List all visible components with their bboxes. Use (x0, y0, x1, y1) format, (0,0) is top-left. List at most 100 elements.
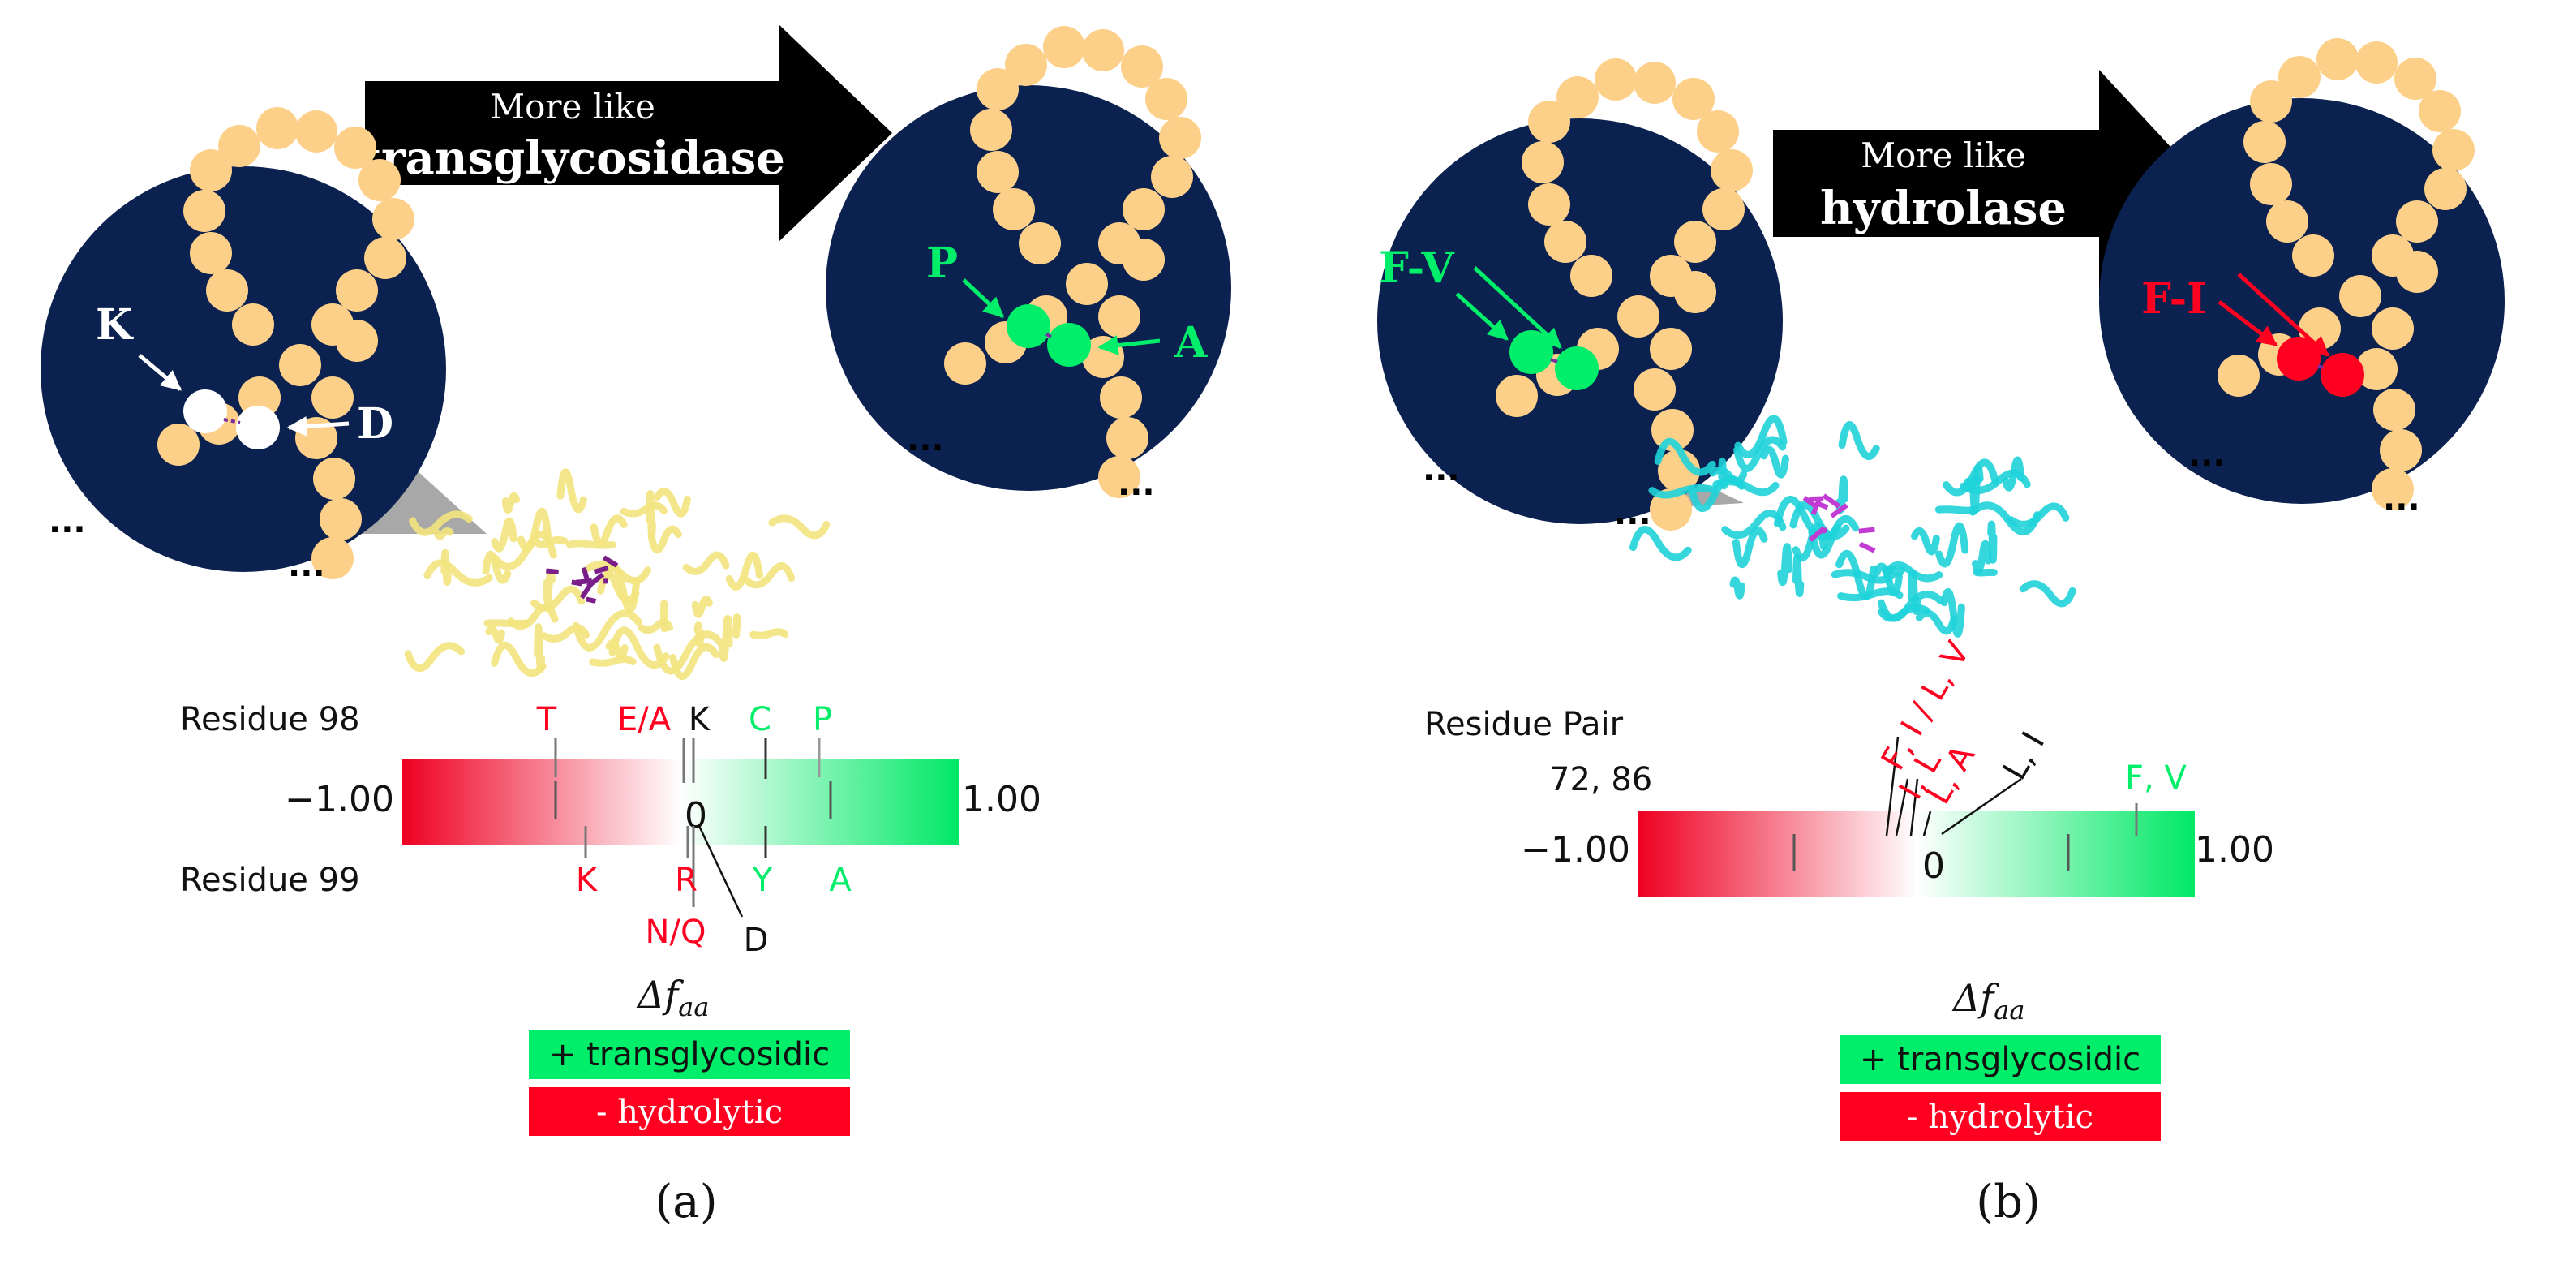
caption-a: (a) (655, 1176, 717, 1228)
loop-residue-bead (1570, 255, 1612, 297)
legend-hydrolytic-label: - hydrolytic (1907, 1099, 2093, 1136)
residue-label-a: A (1174, 318, 1208, 368)
tick-label-e-a: E/A (617, 701, 672, 738)
loop-residue-bead (2218, 355, 2260, 397)
loop-residue-bead (944, 342, 986, 385)
loop-residue-bead (1522, 141, 1564, 183)
loop-residue-bead (1123, 188, 1165, 230)
tick-label-k-bottom: K (576, 862, 599, 899)
loop-residue-bead (1019, 222, 1061, 264)
arrow-more-like-transglycosidase: More like transglycosidase (360, 24, 892, 242)
tick-label-l-i: L, I (1996, 725, 2053, 786)
loop-residue-bead (1151, 156, 1193, 198)
loop-residue-bead (1617, 295, 1659, 338)
residue-d-bead (236, 406, 280, 449)
ellipsis: ... (2188, 437, 2226, 474)
loop-residue-bead (1123, 239, 1165, 281)
ellipsis: ... (2383, 480, 2420, 518)
tick-label-l-a: L, A (1920, 738, 1983, 811)
loop-residue-bead (1106, 417, 1148, 459)
loop-residue-bead (2396, 251, 2438, 293)
loop-residue-bead (2355, 41, 2398, 84)
loop-residue-bead (970, 109, 1012, 151)
loop-residue-bead (206, 269, 248, 312)
residue-k-bead (183, 389, 227, 433)
loop-residue-bead (2250, 80, 2292, 123)
scale-zero-label: 0 (1922, 845, 1945, 887)
scale-max-label: 1.00 (2195, 829, 2274, 871)
loop-residue-bead (2292, 234, 2334, 277)
loop-circle-before: ... ... K D (41, 107, 446, 584)
loop-residue-bead (2372, 307, 2414, 350)
tick-label-k-top: K (689, 701, 711, 738)
loop-residue-bead (190, 149, 232, 191)
loop-residue-bead (1100, 376, 1142, 419)
residue-98-label: Residue 98 (180, 701, 360, 738)
loop-residue-bead (1043, 26, 1085, 68)
loop-residue-bead (977, 151, 1019, 193)
tick-label-r: R (675, 862, 698, 899)
loop-residue-bead (372, 198, 414, 240)
loop-residue-bead (1145, 78, 1187, 120)
legend-hydrolytic-label: - hydrolytic (596, 1094, 783, 1131)
residue-99-ticks: K R N/Q D Y A (576, 826, 852, 959)
residue-pair-label-f-v: F-V (1379, 243, 1455, 293)
loop-residue-bead (1711, 149, 1753, 191)
tick-label-a-bottom: A (829, 862, 852, 899)
loop-residue-bead (1528, 101, 1570, 143)
loop-residue-bead (2432, 129, 2475, 171)
loop-residue-bead (313, 458, 355, 500)
loop-residue-bead (1697, 110, 1739, 153)
loop-residue-bead (2396, 200, 2438, 243)
loop-residue-bead (336, 320, 378, 362)
ellipsis: ... (907, 421, 944, 458)
residue-99-label: Residue 99 (180, 862, 360, 899)
arrow-label-line2: hydrolase (1820, 182, 2067, 235)
ellipsis: ... (49, 503, 86, 540)
loop-residue-bead (358, 159, 401, 201)
loop-residue-bead (1496, 375, 1538, 417)
loop-residue-bead (1634, 368, 1676, 411)
loop-residue-bead (977, 68, 1019, 110)
loop-residue-bead (2424, 168, 2467, 210)
tick-label-y: Y (752, 862, 773, 899)
loop-residue-bead (993, 188, 1035, 230)
legend-transglycosidic-label: + transglycosidic (549, 1036, 830, 1073)
loop-residue-bead (2373, 389, 2415, 431)
tick-label-n-q: N/Q (646, 914, 706, 951)
scale-min-label: −1.00 (285, 779, 394, 820)
legend-transglycosidic-label: + transglycosidic (1860, 1041, 2140, 1078)
residue-label-p: P (926, 239, 958, 288)
loop-residue-bead (279, 344, 321, 386)
residue-a-bead (1047, 323, 1091, 367)
loop-residue-bead (256, 107, 298, 149)
loop-residue-bead (1082, 29, 1124, 71)
caption-b: (b) (1976, 1176, 2041, 1228)
loop-residue-bead (1098, 295, 1140, 338)
ellipsis: ... (288, 547, 325, 584)
loop-residue-bead (190, 232, 232, 274)
panel-a: More like transglycosidase ... ... K D .… (41, 24, 1231, 1228)
arrow-label-line1: More like (1861, 135, 2026, 175)
residue-pair-numbers: 72, 86 (1549, 761, 1652, 798)
scale-max-label: 1.00 (962, 779, 1041, 820)
loop-residue-bead (1066, 263, 1108, 305)
loop-residue-bead (2339, 275, 2381, 317)
loop-circle-after: ... ... P A (826, 26, 1231, 503)
loop-residue-bead (320, 498, 362, 540)
tick-label-p-top: P (813, 701, 832, 738)
tick-label-d: D (744, 922, 769, 959)
panel-b: More like hydrolase ... ... F-V ... ... … (1377, 38, 2505, 1228)
loop-residue-bead (1159, 117, 1201, 159)
delta-faa-scale-bar (1638, 811, 2195, 897)
loop-residue-bead (1674, 271, 1716, 313)
residue-i-bead (2321, 353, 2364, 397)
loop-residue-bead (2250, 163, 2292, 205)
loop-residue-bead (2380, 429, 2422, 471)
loop-residue-bead (2243, 121, 2286, 163)
loop-residue-bead (295, 110, 337, 153)
loop-residue-bead (157, 424, 200, 466)
arrow-label-line2: transglycosidase (360, 131, 785, 185)
